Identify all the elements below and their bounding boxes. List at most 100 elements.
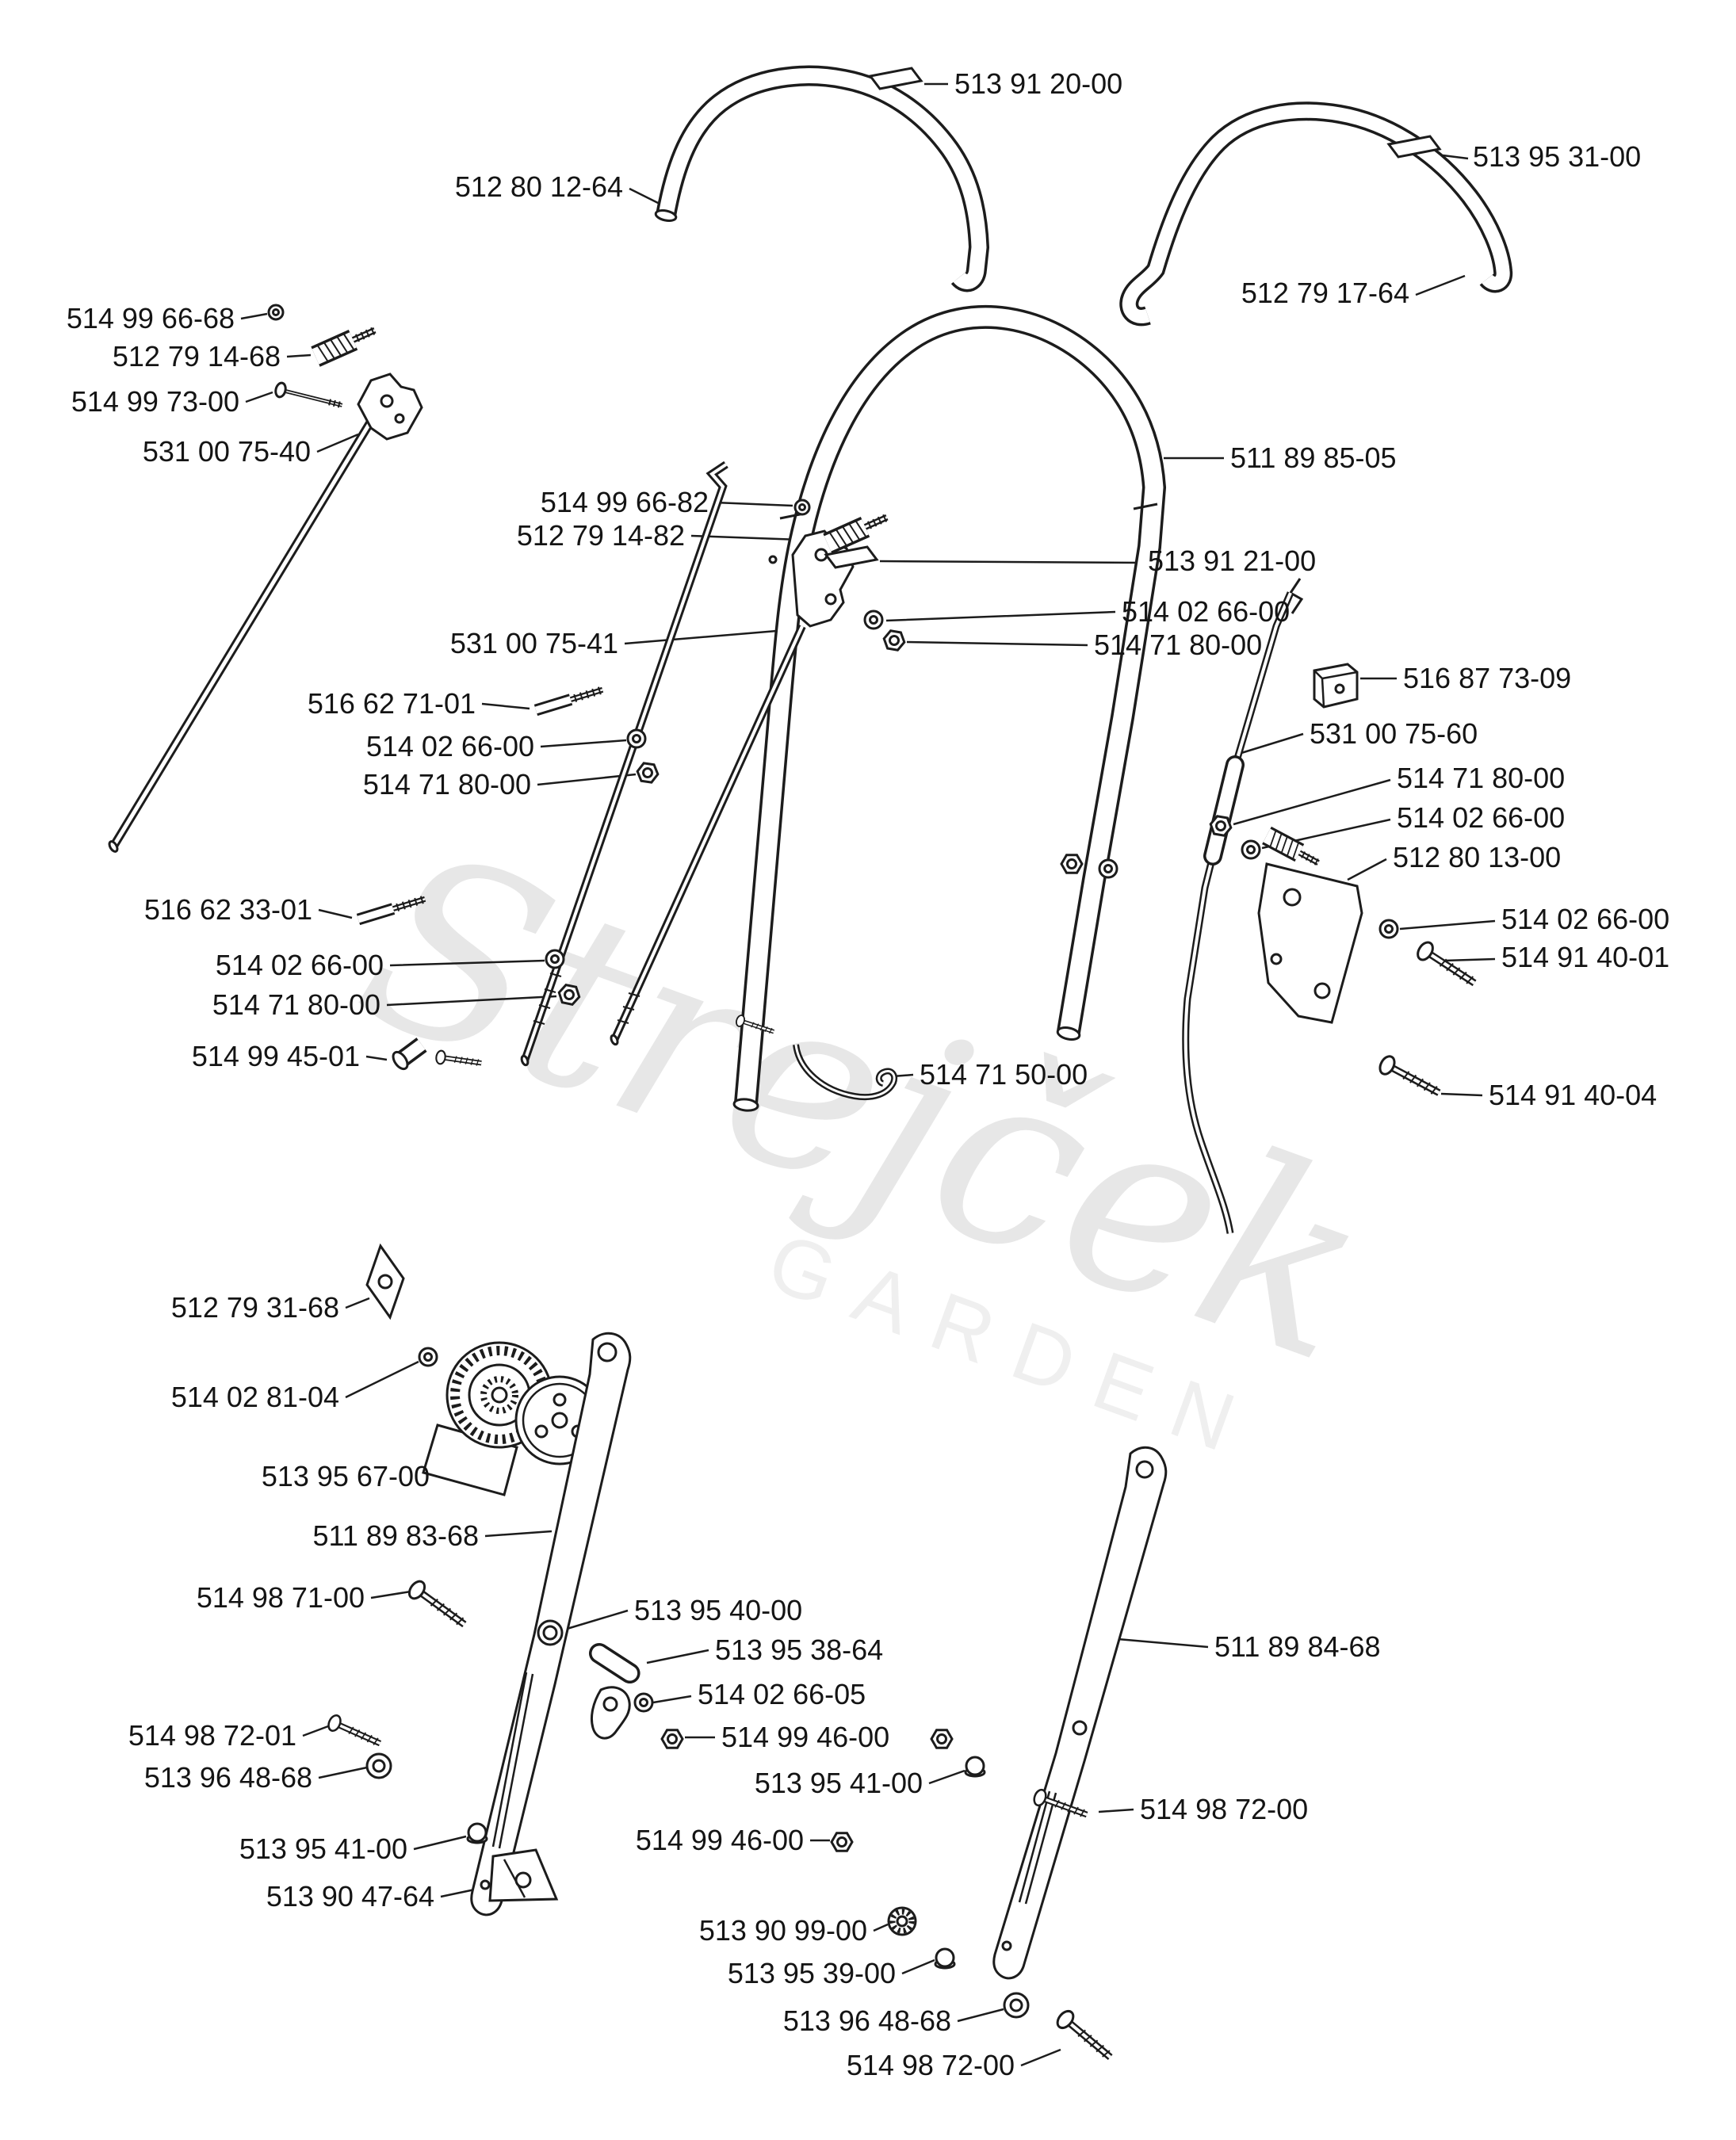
part-label: 514 02 66-05	[698, 1678, 866, 1710]
part-label: 514 99 46-00	[721, 1721, 889, 1753]
screw-part	[1054, 2008, 1116, 2065]
cap-nut-part	[466, 1822, 488, 1844]
part-label: 513 95 39-00	[728, 1957, 896, 1989]
flange-nut-part	[1003, 1992, 1030, 2019]
stud-part	[535, 686, 604, 713]
part-label: 514 99 73-00	[71, 385, 239, 418]
part-label: 514 99 45-01	[192, 1040, 360, 1072]
thread-ticks	[617, 992, 640, 1024]
part-label: 513 91 21-00	[1148, 545, 1316, 577]
cable-end-fitting	[1288, 578, 1304, 614]
part-label: 531 00 75-40	[143, 435, 311, 468]
part-label: 514 02 81-04	[171, 1381, 339, 1413]
part-label: 516 62 71-01	[308, 687, 476, 720]
part-label: 516 62 33-01	[144, 893, 312, 926]
part-label: 513 90 99-00	[699, 1914, 867, 1947]
part-label: 514 91 40-01	[1501, 941, 1669, 973]
part-label: 513 95 67-00	[262, 1460, 430, 1492]
part-label: 513 95 40-00	[634, 1594, 802, 1626]
part-label: 513 90 47-64	[266, 1880, 434, 1913]
part-label: 512 79 31-68	[171, 1291, 339, 1324]
part-label: 511 89 83-68	[312, 1519, 479, 1552]
lower-handle-right	[992, 1446, 1168, 1980]
cap-nut-part	[964, 1756, 986, 1778]
nut-part	[1060, 854, 1084, 874]
cable-assembly-right	[1186, 578, 1304, 1233]
part-label: 512 79 14-68	[113, 340, 281, 373]
part-label: 514 98 72-01	[128, 1719, 296, 1752]
part-label: 512 79 17-64	[1241, 277, 1409, 309]
part-label: 531 00 75-60	[1310, 717, 1478, 750]
tube-end-cap	[654, 209, 678, 222]
spring-part	[824, 508, 891, 553]
washer-part	[1378, 919, 1399, 939]
part-label: 513 91 20-00	[954, 67, 1122, 100]
tension-lever	[365, 1243, 405, 1320]
nut-part	[660, 1729, 684, 1749]
part-label: 514 71 80-00	[363, 768, 531, 801]
part-label: 513 95 41-00	[239, 1832, 407, 1865]
part-label: 512 80 12-64	[455, 170, 623, 203]
part-label: 514 98 72-00	[847, 2049, 1015, 2081]
part-label: 511 89 84-68	[1214, 1630, 1381, 1663]
part-label: 514 71 80-00	[1094, 629, 1262, 661]
washer-part	[633, 1692, 654, 1713]
part-label: 513 95 41-00	[755, 1767, 923, 1799]
part-label: 513 95 31-00	[1473, 140, 1641, 173]
screw-part	[327, 1714, 384, 1751]
part-label: 514 02 66-00	[1122, 595, 1290, 628]
spring-part	[312, 321, 379, 366]
part-label: 514 99 66-82	[541, 486, 709, 518]
flange-nut-part	[365, 1752, 392, 1779]
screw-part	[1377, 1054, 1443, 1102]
part-label: 531 00 75-41	[450, 627, 618, 659]
leader-lines	[240, 82, 1496, 2067]
part-label: 516 87 73-09	[1403, 662, 1571, 694]
part-label: 513 96 48-68	[783, 2004, 951, 2037]
clip-tag-part	[869, 67, 923, 90]
part-label: 514 71 50-00	[920, 1058, 1088, 1091]
part-label: 514 02 66-00	[1397, 801, 1565, 834]
cap-nut-part	[934, 1947, 956, 1970]
thread-ticks	[533, 973, 562, 1025]
clutch-discs	[422, 1341, 605, 1496]
part-label: 514 71 80-00	[212, 988, 380, 1021]
bracket-right	[1259, 827, 1480, 1102]
part-label: 513 96 48-68	[144, 1761, 312, 1794]
washer-part	[545, 949, 565, 969]
washer-part	[1241, 839, 1261, 860]
washer-part	[418, 1347, 438, 1367]
pivot-pin	[589, 1643, 640, 1684]
teardrop-plate	[590, 1686, 631, 1740]
tube-end-assembly	[392, 1038, 482, 1072]
part-label: 511 89 85-05	[1230, 441, 1397, 474]
screw-part	[406, 1579, 469, 1633]
nut-part	[881, 629, 908, 652]
part-label: 514 98 72-00	[1140, 1793, 1308, 1825]
rod-assembly-center	[358, 464, 726, 1067]
acorn-nut-part	[793, 499, 811, 516]
nut-part	[930, 1729, 954, 1749]
anchor-bracket	[488, 1848, 559, 1902]
rod-assembly-left	[108, 304, 423, 853]
part-label: 514 99 66-68	[67, 302, 235, 334]
nut-part	[635, 761, 660, 785]
handle-loop	[732, 317, 1157, 1112]
upper-handle-left	[654, 67, 979, 281]
part-label: 514 99 46-00	[636, 1824, 804, 1856]
acorn-nut-part	[267, 304, 285, 321]
star-washer	[887, 1906, 917, 1936]
part-label: 514 98 71-00	[197, 1581, 365, 1614]
screw-part	[1415, 940, 1480, 992]
part-label: 514 02 66-00	[366, 730, 534, 762]
washer-part	[863, 610, 884, 630]
part-labels: 513 91 20-00 512 80 12-64 513 95 31-00 5…	[67, 67, 1669, 2081]
tube-end-cap	[732, 1098, 759, 1112]
part-label: 514 02 66-00	[1501, 903, 1669, 935]
adjuster-block	[1313, 663, 1359, 709]
part-label: 514 71 80-00	[1397, 762, 1565, 794]
washer-part	[1098, 858, 1118, 879]
part-label: 512 80 13-00	[1393, 841, 1561, 873]
